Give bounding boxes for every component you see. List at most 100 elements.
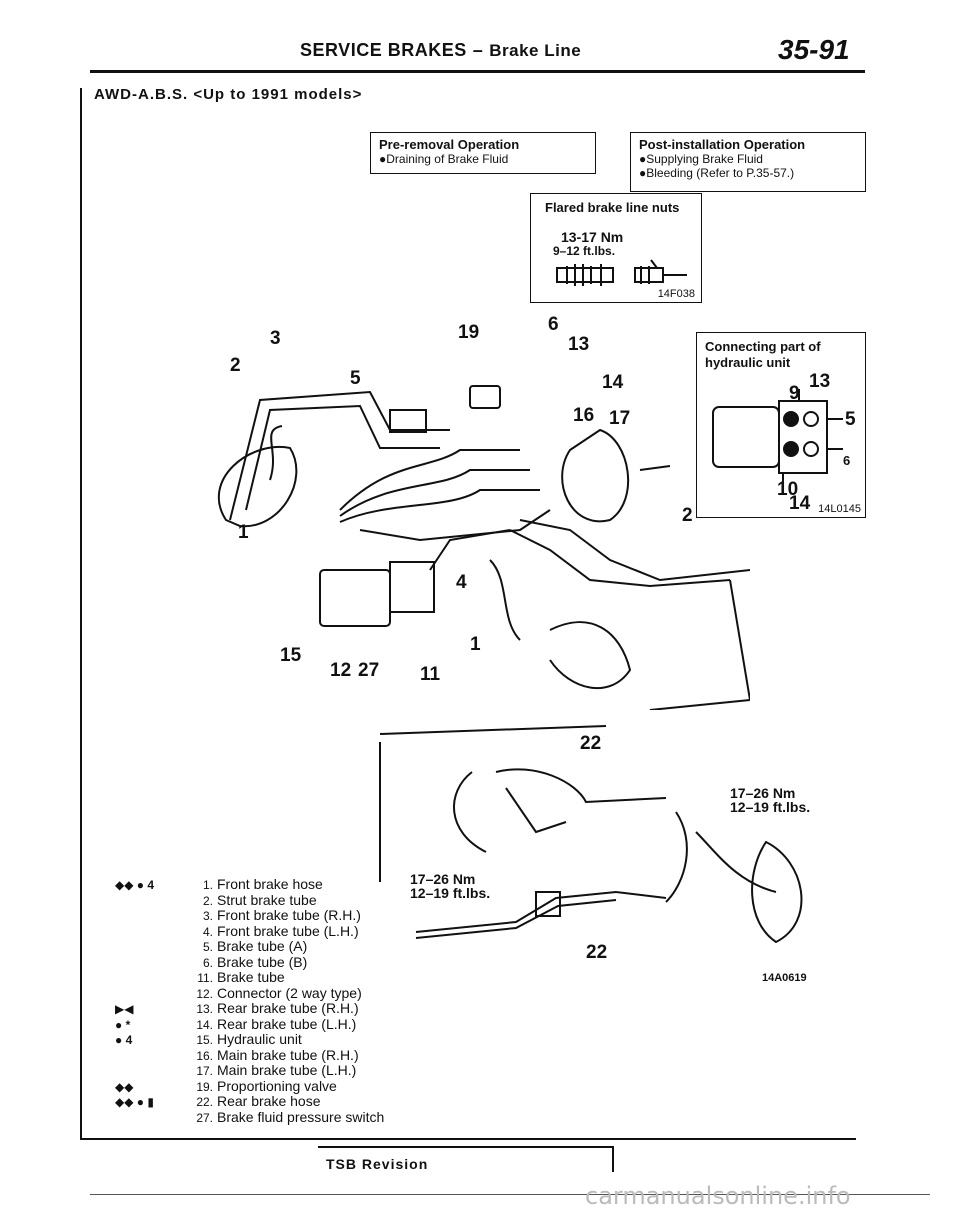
part-number: 16. [196, 1048, 213, 1063]
callout: 12 [330, 660, 352, 681]
list-item: 4. Front brake tube (L.H.) [115, 922, 384, 940]
callout: 9 [789, 383, 800, 404]
header-title: SERVICE BRAKES [300, 40, 467, 60]
service-mark: ● * [115, 1017, 131, 1032]
callout: 5 [350, 368, 361, 389]
callout: 10 [777, 479, 799, 500]
connecting-part-box: Connecting part of hydraulic unit 13 9 5… [696, 332, 866, 518]
post-installation-item: ●Bleeding (Refer to P.35-57.) [639, 166, 795, 180]
connecting-box-code: 14L0145 [818, 503, 861, 515]
part-name: Brake tube (A) [217, 938, 308, 954]
list-item: 3. Front brake tube (R.H.) [115, 907, 384, 924]
section-title: AWD-A.B.S. <Up to 1991 models> [94, 86, 363, 103]
header-dash: – [472, 40, 484, 60]
callout: 14 [789, 493, 811, 514]
list-item: ◆◆ 19. Proportioning valve [115, 1077, 384, 1095]
list-item: 2.Strut brake tube [115, 892, 384, 909]
part-number: 5. [202, 940, 213, 954]
tsb-revision-label: TSB Revision [318, 1146, 614, 1172]
part-number: 2. [202, 893, 213, 908]
flare-nut-drawing [556, 259, 687, 286]
part-number: 4. [202, 924, 213, 939]
callout: 17 [609, 408, 631, 429]
callout: 3 [270, 328, 281, 349]
service-mark: ◆◆ [115, 1079, 134, 1094]
part-name: Front brake tube (L.H.) [217, 922, 359, 939]
header-rule [90, 70, 865, 73]
part-number: 12. [196, 986, 213, 1001]
list-item: ◆◆ ● 4 1. Front brake hose [115, 876, 384, 893]
part-number: 1. [202, 878, 213, 892]
part-name: Front brake hose [217, 876, 323, 892]
part-number: 19. [196, 1079, 213, 1094]
callout: 14 [602, 372, 624, 393]
part-name: Hydraulic unit [217, 1031, 302, 1047]
list-item: 6.Brake tube (B) [115, 954, 384, 971]
flared-nuts-title: Flared brake line nuts [545, 200, 680, 215]
part-name: Brake tube [217, 969, 285, 985]
list-item: 5. Brake tube (A) [115, 938, 384, 955]
rear-torque-left-nm: 17–26 Nm [410, 871, 476, 887]
part-name: Front brake tube (R.H.) [217, 907, 361, 923]
list-item: 11. Brake tube [115, 969, 384, 986]
callout: 5 [845, 409, 856, 430]
watermark-rule [90, 1194, 930, 1195]
part-number: 13. [196, 1002, 213, 1016]
part-number: 17. [196, 1064, 213, 1078]
connecting-title-line2: hydraulic unit [705, 355, 791, 370]
header-subtitle: Brake Line [489, 41, 582, 60]
part-number: 14. [196, 1017, 213, 1032]
hydraulic-unit-drawing [712, 389, 843, 487]
callout: 22 [586, 942, 608, 963]
left-margin-rule [80, 88, 82, 1140]
callout: 13 [809, 371, 831, 392]
flared-torque-ftlbs: 9–12 ft.lbs. [553, 244, 616, 258]
callout: 13 [568, 334, 590, 355]
part-name: Proportioning valve [217, 1077, 337, 1094]
callout: 22 [580, 733, 602, 754]
rear-torque-upper-nm: 17–26 Nm [730, 785, 796, 801]
service-mark: ● 4 [115, 1033, 133, 1047]
callout: 1 [470, 634, 481, 655]
rear-brake-hose-diagram [379, 725, 803, 944]
callout: 2 [682, 505, 693, 526]
rear-diagram-code: 14A0619 [762, 972, 807, 984]
list-item: ◆◆ ● ▮22.Rear brake hose [115, 1093, 384, 1110]
part-number: 11. [197, 971, 213, 985]
part-number: 27. [196, 1110, 213, 1125]
page-header-title: SERVICE BRAKES–Brake Line [300, 40, 581, 61]
part-name: Brake fluid pressure switch [217, 1108, 385, 1125]
service-mark: ◆◆ ● 4 [115, 878, 155, 892]
rear-torque-upper-ftlbs: 12–19 ft.lbs. [730, 799, 811, 815]
callout: 11 [420, 664, 441, 685]
part-name: Rear brake tube (L.H.) [217, 1015, 357, 1032]
part-number: 22. [196, 1095, 213, 1109]
flared-torque-nm: 13-17 Nm [561, 229, 624, 245]
post-installation-box: Post-installation Operation ●Supplying B… [630, 132, 866, 192]
post-installation-title: Post-installation Operation [639, 137, 806, 152]
connecting-title-line1: Connecting part of [705, 339, 821, 354]
part-name: Connector (2 way type) [217, 984, 362, 1001]
callout: 6 [843, 453, 851, 468]
callout: 6 [548, 314, 559, 335]
list-item: ● * 14. Rear brake tube (L.H.) [115, 1015, 384, 1033]
list-item: 27. Brake fluid pressure switch [115, 1108, 385, 1126]
callout: 19 [458, 322, 480, 343]
pre-removal-item: ●Draining of Brake Fluid [379, 152, 509, 166]
flared-nuts-box: Flared brake line nuts 13-17 Nm 9–12 ft.… [530, 193, 702, 303]
callout: 15 [280, 645, 302, 666]
callout: 16 [573, 405, 595, 426]
list-item: 17. Main brake tube (L.H.) [115, 1062, 384, 1079]
part-name: Main brake tube (R.H.) [217, 1046, 359, 1063]
parts-list: ◆◆ ● 4 1. Front brake hose 2.Strut brake t… [115, 876, 385, 1126]
part-name: Main brake tube (L.H.) [217, 1062, 357, 1078]
rear-torque-left-ftlbs: 12–19 ft.lbs. [410, 885, 491, 901]
part-number: 3. [202, 909, 213, 923]
callout: 1 [238, 522, 249, 543]
footer-rule [80, 1138, 856, 1140]
callout: 27 [358, 660, 380, 681]
list-item: ● 4 15. Hydraulic unit [115, 1031, 384, 1048]
list-item: ▶◀13.Rear brake tube (R.H.) [115, 1000, 384, 1017]
part-number: 15. [196, 1033, 213, 1047]
callout: 4 [456, 572, 467, 593]
